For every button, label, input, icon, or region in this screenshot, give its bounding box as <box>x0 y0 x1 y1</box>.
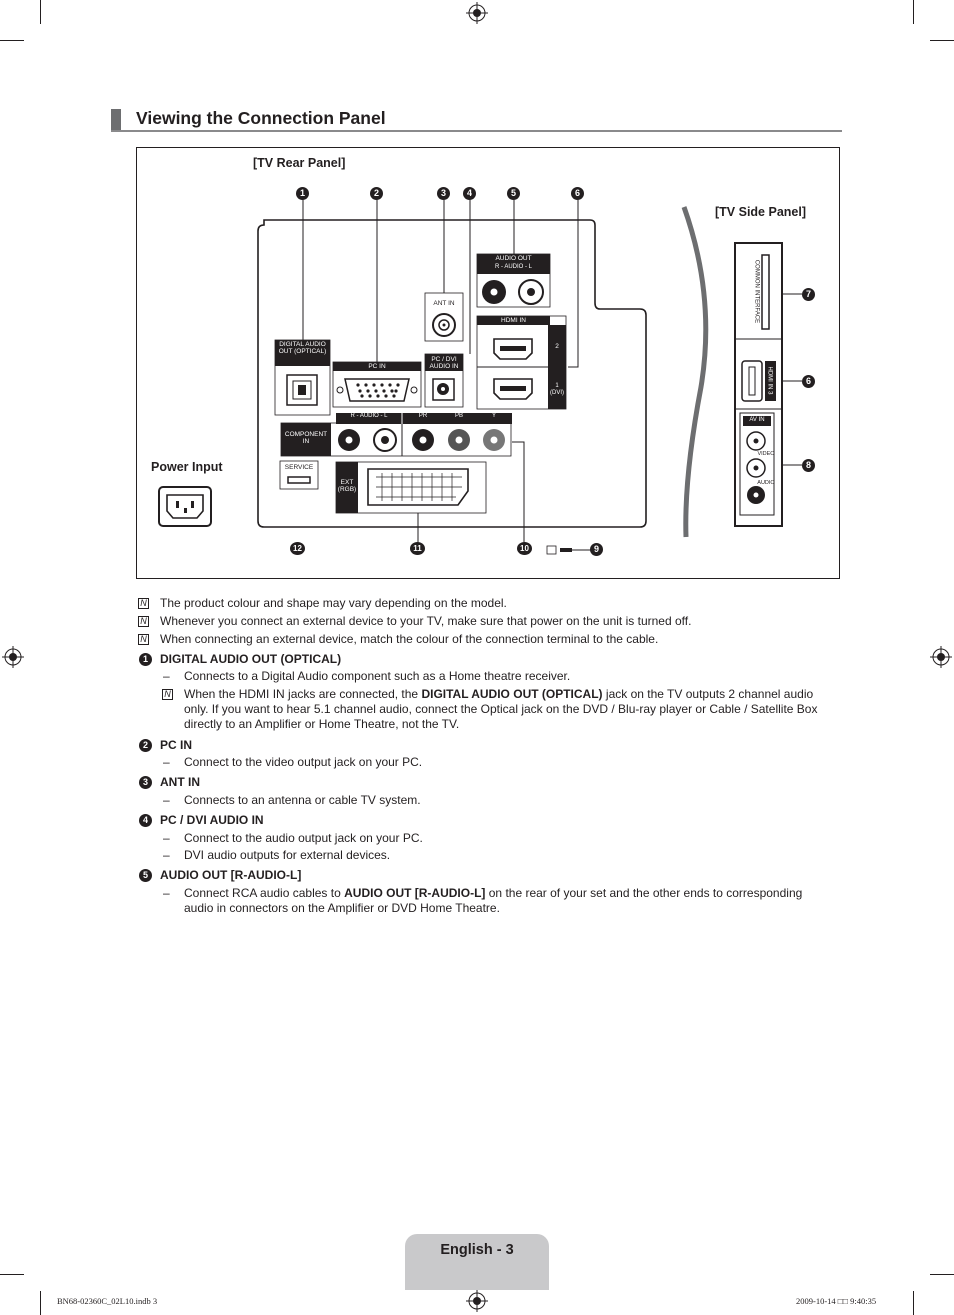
callout-6-side: 6 <box>802 375 815 388</box>
callout-6: 6 <box>571 187 584 200</box>
callout-11: 11 <box>410 542 425 555</box>
pc-dvi-audio-in-port-label: PC / DVI AUDIO IN <box>429 356 459 370</box>
item-number-badge: 5 <box>139 869 152 882</box>
ext-rgb-port-label: EXT (RGB) <box>337 479 357 493</box>
print-datetime: 2009-10-14 □□ 9:40:35 <box>796 1296 877 1306</box>
callout-4: 4 <box>463 187 476 200</box>
crop-mark <box>913 0 914 24</box>
pc-in-port-label: PC IN <box>368 363 386 370</box>
callout-3: 3 <box>437 187 450 200</box>
panel-drawing <box>158 200 802 555</box>
item-note: When the HDMI IN jacks are connected, th… <box>184 687 818 731</box>
dash-bullet: – <box>163 669 170 683</box>
title-underline <box>111 130 842 132</box>
item-description: Connect to the audio output jack on your… <box>184 831 423 845</box>
item-heading: ANT IN <box>160 775 200 789</box>
callout-1: 1 <box>296 187 309 200</box>
dash-bullet: – <box>163 755 170 769</box>
component-y-label: Y <box>491 413 496 419</box>
item-description: DVI audio outputs for external devices. <box>184 848 391 862</box>
item-description: Connect to the video output jack on your… <box>184 755 423 769</box>
crop-mark <box>40 1291 41 1315</box>
note-text: Whenever you connect an external device … <box>160 614 692 628</box>
dash-bullet: – <box>163 831 170 845</box>
item-number-badge: 1 <box>139 653 152 666</box>
dash-bullet: – <box>163 886 170 900</box>
item-number-badge: 3 <box>139 776 152 789</box>
hdmi-in-port-label: HDMI IN <box>501 317 526 324</box>
common-interface-label: COMMON INTERFACE <box>753 259 760 324</box>
item-heading: PC IN <box>160 738 193 752</box>
callout-5: 5 <box>507 187 520 200</box>
component-in-port-label: COMPONENT IN <box>284 431 328 445</box>
callout-9: 9 <box>590 543 603 556</box>
note-icon: N <box>138 616 149 627</box>
av-in-label: AV IN <box>749 417 765 423</box>
digital-audio-out-port-label: DIGITAL AUDIO OUT (OPTICAL) <box>278 341 327 355</box>
callout-7: 7 <box>802 288 815 301</box>
section-title: Viewing the Connection Panel <box>136 108 386 128</box>
crop-mark <box>930 40 954 41</box>
audio-label: AUDIO <box>757 480 775 486</box>
component-audio-label: R - AUDIO - L <box>350 413 388 419</box>
hdmi-2-label: 2 <box>555 343 559 350</box>
note-text: When connecting an external device, matc… <box>160 632 659 646</box>
item-description: Connects to a Digital Audio component su… <box>184 669 571 683</box>
registration-mark-icon <box>466 1290 488 1312</box>
power-input-label: Power Input <box>151 460 223 474</box>
print-file-info: BN68-02360C_02L10.indb 3 <box>57 1296 158 1306</box>
item-heading: DIGITAL AUDIO OUT (OPTICAL) <box>160 652 342 666</box>
hdmi-in-3-label: HDMI IN 3 <box>766 366 773 395</box>
crop-mark <box>0 1274 24 1275</box>
component-pb-label: PB <box>454 413 463 419</box>
ant-in-port-label: ANT IN <box>433 300 455 307</box>
audio-out-sub-label: R - AUDIO - L <box>494 264 532 270</box>
callout-10: 10 <box>517 542 532 555</box>
crop-mark <box>40 0 41 24</box>
dash-bullet: – <box>163 848 170 862</box>
crop-mark <box>0 40 24 41</box>
crop-mark <box>913 1291 914 1315</box>
side-panel-label: [TV Side Panel] <box>715 205 806 219</box>
page-number-label: English - 3 <box>440 1242 514 1258</box>
item-description: Connect RCA audio cables to AUDIO OUT [R… <box>184 886 803 915</box>
registration-mark-icon <box>2 646 24 668</box>
item-heading: AUDIO OUT [R-AUDIO-L] <box>160 868 302 882</box>
crop-mark <box>930 1274 954 1275</box>
note-icon: N <box>162 689 173 700</box>
callout-12: 12 <box>290 542 305 555</box>
callout-2: 2 <box>370 187 383 200</box>
note-text: The product colour and shape may vary de… <box>160 596 507 610</box>
registration-mark-icon <box>466 2 488 24</box>
rear-panel-label: [TV Rear Panel] <box>253 156 346 170</box>
note-icon: N <box>138 634 149 645</box>
note-icon: N <box>138 598 149 609</box>
item-heading: PC / DVI AUDIO IN <box>160 813 264 827</box>
page-number-tab <box>405 1234 549 1290</box>
video-label: VIDEO <box>757 451 775 457</box>
audio-out-port-label: AUDIO OUT <box>495 255 532 262</box>
dash-bullet: – <box>163 793 170 807</box>
item-number-badge: 4 <box>139 814 152 827</box>
component-pr-label: PR <box>418 413 428 419</box>
title-accent-bar <box>111 109 121 131</box>
connection-panel-figure <box>136 147 840 579</box>
registration-mark-icon <box>930 646 952 668</box>
hdmi-1-dvi-label: 1 (DVI) <box>550 383 564 396</box>
service-port-label: SERVICE <box>284 464 314 471</box>
item-number-badge: 2 <box>139 739 152 752</box>
callout-8: 8 <box>802 459 815 472</box>
item-description: Connects to an antenna or cable TV syste… <box>184 793 421 807</box>
